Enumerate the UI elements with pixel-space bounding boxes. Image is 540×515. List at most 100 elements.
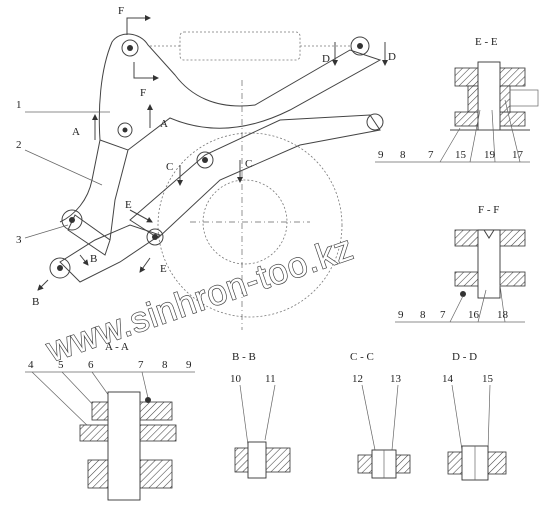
cut-label-f-bottom: F — [140, 87, 146, 99]
cut-label-a-left: A — [72, 126, 80, 138]
watermark-text: www.sinhron-too.kz — [41, 228, 359, 370]
cut-label-c-right: C — [245, 158, 252, 170]
cut-arrow-e-top — [129, 209, 153, 223]
ff-bolt — [460, 291, 466, 297]
cut-arrow-b-right — [79, 254, 89, 266]
ee-leader-17 — [504, 99, 521, 163]
aa-bolt — [145, 397, 151, 403]
leader-2 — [24, 149, 103, 186]
aa-pin — [107, 391, 141, 501]
pin-c-inner — [202, 157, 208, 163]
pin-3-inner — [69, 217, 75, 223]
cut-arrow-f-top — [126, 15, 151, 35]
bb-leader-11 — [264, 384, 276, 441]
pin-e — [146, 228, 164, 246]
wheel-circle-outer — [157, 132, 343, 318]
aa-leader-7 — [141, 371, 149, 399]
boom-arm — [98, 33, 382, 151]
pin-f-inner — [127, 45, 133, 51]
cc-leader-12 — [361, 384, 376, 451]
section-title-d-d: D - D — [452, 351, 477, 363]
bb-leader-10 — [239, 384, 249, 446]
pin-b-inner — [57, 265, 63, 271]
ff-leader-16 — [477, 289, 487, 323]
ee-part-8: 8 — [400, 149, 406, 161]
ee-leader-19 — [491, 109, 496, 163]
ff-pin — [477, 229, 501, 299]
section-c-c: C - C 12 13 — [350, 351, 411, 479]
ee-leader-15 — [469, 109, 481, 163]
lower-link-arm — [129, 114, 381, 239]
main-assembly-view: F F D D A A C C E E B B 1 2 3 — [16, 5, 396, 330]
ee-right-arm — [509, 89, 539, 107]
ee-pin — [477, 61, 501, 131]
cut-label-c-left: C — [166, 161, 173, 173]
aa-lower-right-plate — [139, 459, 173, 489]
section-e-e: E - E 9 8 7 15 19 17 — [375, 36, 539, 163]
cut-label-f-top: F — [118, 5, 124, 17]
cut-label-b-right: B — [90, 253, 97, 265]
pin-right-end — [366, 113, 384, 131]
ff-part-8: 8 — [420, 309, 426, 321]
ff-part-18: 18 — [497, 309, 509, 321]
ee-bushing-left — [467, 85, 479, 113]
pin-c — [196, 151, 214, 169]
dd-part-14: 14 — [442, 373, 454, 385]
cut-label-a-right: A — [160, 118, 168, 130]
section-d-d: D - D 14 15 — [442, 351, 507, 481]
aa-part-5: 5 — [58, 359, 64, 371]
pin-f — [121, 39, 139, 57]
cc-leader-13 — [391, 384, 399, 451]
cut-label-d-left: D — [322, 53, 330, 65]
aa-leader-4 — [31, 371, 93, 431]
pin-d — [350, 36, 370, 56]
section-title-b-b: B - B — [232, 351, 256, 363]
cut-arrow-e-bottom — [139, 257, 151, 273]
ff-part-16: 16 — [468, 309, 480, 321]
bucket-link — [59, 224, 162, 283]
dd-leader-14 — [451, 384, 463, 451]
ee-part-7: 7 — [428, 149, 434, 161]
pin-e-inner — [152, 234, 158, 240]
bb-part-11: 11 — [265, 373, 276, 385]
bb-part-10: 10 — [230, 373, 242, 385]
ff-leader-7 — [449, 295, 464, 323]
pin-d-inner — [357, 43, 363, 49]
part-number-1: 1 — [16, 99, 22, 111]
pin-b — [49, 257, 71, 279]
ff-part-9: 9 — [398, 309, 404, 321]
section-title-c-c: C - C — [350, 351, 374, 363]
cut-label-e-top: E — [125, 199, 132, 211]
aa-mid-right-plate — [139, 424, 177, 442]
ee-part-17: 17 — [512, 149, 524, 161]
pin-3 — [61, 209, 83, 231]
cc-part-12: 12 — [352, 373, 363, 385]
boom-lower-edge — [59, 139, 101, 223]
cut-arrow-b-left — [37, 279, 49, 291]
cut-label-d-right: D — [388, 51, 396, 63]
section-b-b: B - B 10 11 — [230, 351, 291, 479]
ee-part-19: 19 — [484, 149, 496, 161]
section-title-f-f: F - F — [478, 204, 499, 216]
aa-part-4: 4 — [28, 359, 34, 371]
dd-leader-15 — [487, 384, 491, 451]
pin-a-inner — [122, 127, 128, 133]
ee-leader-7 — [439, 127, 461, 163]
cc-part-13: 13 — [390, 373, 402, 385]
hydraulic-cylinder — [179, 31, 301, 61]
cut-arrow-f-bottom — [133, 62, 159, 81]
pin-a — [117, 122, 133, 138]
ff-grease-notch — [483, 229, 495, 239]
aa-part-7: 7 — [138, 359, 144, 371]
bb-pin — [247, 441, 267, 479]
section-title-e-e: E - E — [475, 36, 498, 48]
aa-part-9: 9 — [186, 359, 192, 371]
tilt-link — [67, 214, 111, 256]
cut-label-b-left: B — [32, 296, 39, 308]
boom-outer-edge — [109, 149, 129, 241]
aa-part-8: 8 — [162, 359, 168, 371]
aa-mid-left-plate — [79, 424, 109, 442]
cut-label-e-bottom: E — [160, 263, 167, 275]
ff-leader-18 — [499, 284, 506, 323]
